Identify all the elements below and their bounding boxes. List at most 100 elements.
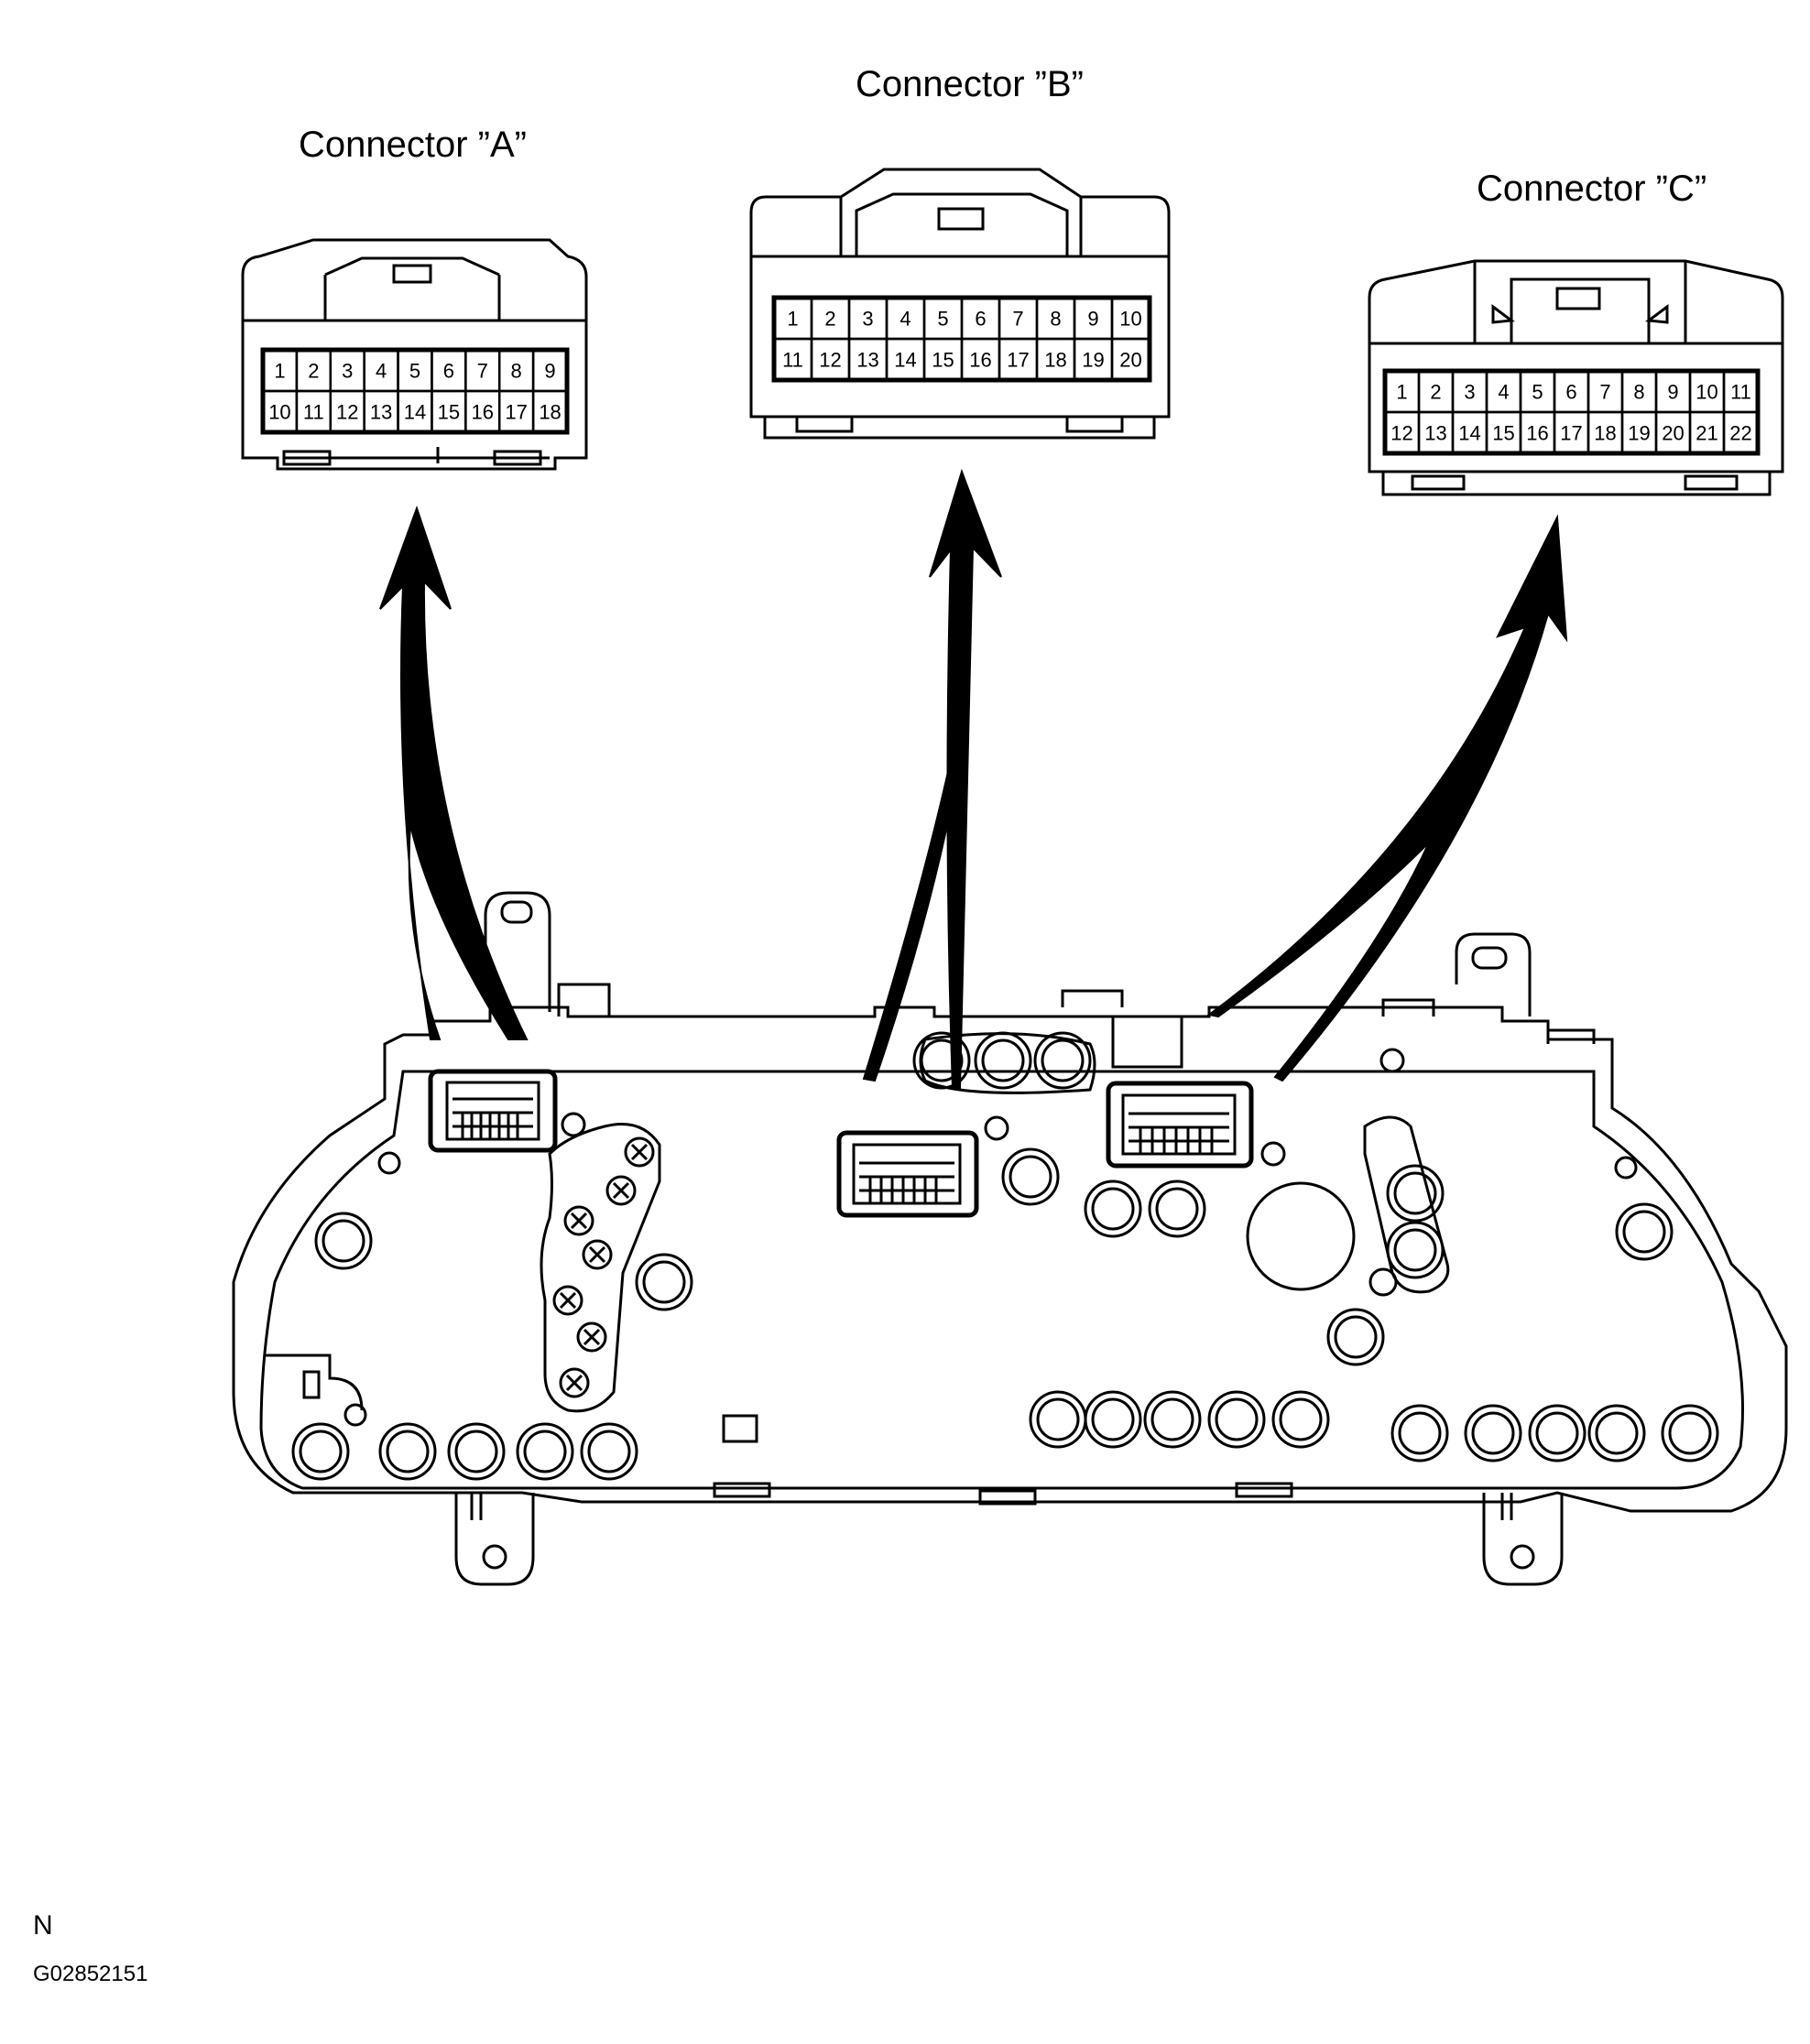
- bulb-socket: [1390, 1404, 1449, 1462]
- bulb-socket: [386, 1430, 430, 1473]
- bulb-socket: [1150, 1397, 1194, 1441]
- bulb-socket: [516, 1422, 574, 1481]
- connector-b-pin-label: 9: [1087, 308, 1098, 331]
- bulb-socket: [981, 1038, 1025, 1082]
- bulb-socket: [454, 1430, 498, 1473]
- led-marker: [605, 1175, 637, 1206]
- connector-a-pin-label: 15: [438, 401, 460, 424]
- connector-b-pin-label: 15: [932, 349, 954, 372]
- arrow-to-connector-c: [1206, 514, 1568, 1082]
- bulb-socket: [291, 1422, 350, 1481]
- bulb-socket: [1036, 1397, 1080, 1441]
- bulb-socket: [447, 1422, 506, 1481]
- led-marker: [552, 1285, 583, 1316]
- bulb-socket: [314, 1212, 373, 1270]
- connector-a-pin-label: 3: [342, 360, 353, 383]
- connector-a-pin-label: 11: [303, 401, 324, 424]
- connector-c-pin-label: 8: [1633, 381, 1644, 404]
- connector-c-pin-label: 9: [1667, 381, 1678, 404]
- led-marker: [582, 1239, 613, 1270]
- connector-b-pin-label: 16: [969, 349, 991, 372]
- led-marker-cross: [583, 1328, 601, 1346]
- connector-b-pin-cell: [1110, 337, 1151, 382]
- led-marker-cross: [612, 1181, 630, 1200]
- bulb-socket: [1386, 1221, 1445, 1279]
- connector-c-pin-label: 17: [1560, 422, 1582, 445]
- connector-a-pin-label: 1: [274, 360, 285, 383]
- bulb-socket: [1464, 1404, 1522, 1462]
- led-marker-cross: [570, 1212, 588, 1230]
- bulb-socket: [523, 1430, 567, 1473]
- arrow-to-connector-b: [862, 468, 1002, 1089]
- connector-a-pin-label: 7: [477, 360, 488, 383]
- panel-connector-c: [1106, 1081, 1254, 1169]
- bulb-socket: [920, 1038, 964, 1082]
- connector-c-title: Connector ”C”: [1477, 169, 1707, 209]
- bulb-socket: [299, 1430, 343, 1473]
- bulb-socket: [580, 1422, 638, 1481]
- bulb-socket: [1001, 1147, 1060, 1206]
- connector-a-pin-label: 6: [443, 360, 454, 383]
- connector-b-pin-label: 2: [824, 308, 835, 331]
- connector-b-pin-label: 19: [1082, 349, 1104, 372]
- led-marker-cross: [565, 1374, 583, 1392]
- bulb-socket: [1148, 1180, 1206, 1238]
- bulb-socket: [1084, 1180, 1142, 1238]
- connector-c-pin-label: 22: [1729, 422, 1751, 445]
- connector-b-pin-label: 5: [937, 308, 948, 331]
- panel-connector-b: [836, 1130, 979, 1218]
- connector-a-pin-label: 2: [308, 360, 319, 383]
- connector-b-pin-label: 17: [1007, 349, 1029, 372]
- connector-a-face: [241, 238, 588, 471]
- bulb-socket: [1528, 1404, 1586, 1462]
- bulb-socket: [1326, 1308, 1385, 1366]
- connector-a-pin-cell: [531, 389, 569, 434]
- arrow-to-connector-a: [379, 505, 529, 1040]
- connector-b-face: [749, 168, 1171, 440]
- instrument-panel-outline: [232, 891, 1788, 1586]
- connector-c-pin-label: 7: [1599, 381, 1610, 404]
- bulb-socket: [1091, 1187, 1135, 1231]
- connector-b-pin-label: 4: [900, 308, 910, 331]
- bulb-socket: [1084, 1390, 1142, 1449]
- bulb-socket: [1398, 1411, 1442, 1455]
- led-marker: [624, 1136, 655, 1168]
- connector-b-pin-label: 10: [1119, 308, 1141, 331]
- bulb-socket: [1143, 1390, 1202, 1449]
- connector-b-pin-label: 11: [782, 349, 803, 372]
- connector-a-pin-label: 18: [539, 401, 561, 424]
- connector-a-pin-label: 12: [336, 401, 358, 424]
- led-marker-cross: [559, 1291, 577, 1310]
- connector-b-pin-label: 20: [1119, 349, 1141, 372]
- bulb-socket: [1215, 1397, 1259, 1441]
- bulb-socket: [1041, 1038, 1085, 1082]
- connector-c-pin-label: 14: [1458, 422, 1480, 445]
- connector-c-pin-label: 20: [1662, 422, 1684, 445]
- connector-b-pin-label: 7: [1012, 308, 1023, 331]
- connector-c-pin-label: 12: [1390, 422, 1412, 445]
- bulb-socket: [642, 1260, 686, 1304]
- bulb-socket: [378, 1422, 437, 1481]
- bulb-socket: [1386, 1164, 1445, 1223]
- connector-b-pin-label: 12: [819, 349, 841, 372]
- bulb-socket: [1207, 1390, 1266, 1449]
- bulb-socket: [1595, 1411, 1639, 1455]
- bulb-socket: [1661, 1404, 1719, 1462]
- bulb-socket: [1471, 1411, 1515, 1455]
- connector-c-pin-label: 6: [1565, 381, 1576, 404]
- connector-c-face: [1368, 259, 1784, 496]
- connector-b-pin-label: 14: [894, 349, 916, 372]
- led-marker: [576, 1321, 607, 1353]
- led-marker-cross: [588, 1245, 606, 1264]
- connector-c-pin-cell: [1722, 410, 1760, 455]
- bulb-socket: [322, 1219, 365, 1263]
- bulb-socket: [1091, 1397, 1135, 1441]
- connector-c-pin-label: 13: [1424, 422, 1446, 445]
- bulb-socket: [912, 1031, 971, 1090]
- bulb-socket: [1393, 1171, 1437, 1215]
- bulb-socket: [1535, 1411, 1579, 1455]
